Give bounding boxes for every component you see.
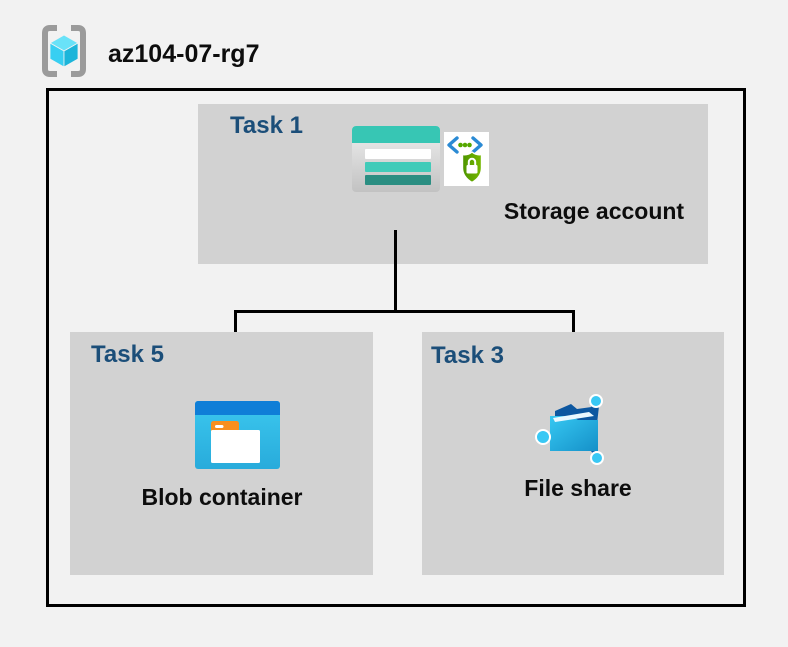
file-share-label: File share — [524, 475, 632, 501]
blob-container-icon — [195, 401, 280, 469]
storage-account-icon — [352, 126, 440, 192]
resource-group-name: az104-07-rg7 — [108, 40, 260, 68]
task3-box: Task 3 File share — [422, 332, 724, 575]
connector-storage-stem — [394, 230, 397, 312]
file-share-icon — [535, 394, 604, 465]
task1-box: Task 1 — [198, 104, 708, 264]
task3-label: Task 3 — [431, 342, 504, 369]
resource-group-icon — [42, 25, 86, 77]
task5-box: Task 5 Blob container — [70, 332, 373, 575]
task1-label: Task 1 — [230, 112, 303, 139]
resource-group-boundary — [46, 88, 746, 607]
secure-transfer-icon — [444, 132, 489, 186]
storage-account-label: Storage account — [503, 198, 685, 224]
blob-container-label: Blob container — [141, 484, 303, 510]
task5-label: Task 5 — [91, 341, 164, 368]
connector-branch-horizontal — [234, 310, 575, 313]
